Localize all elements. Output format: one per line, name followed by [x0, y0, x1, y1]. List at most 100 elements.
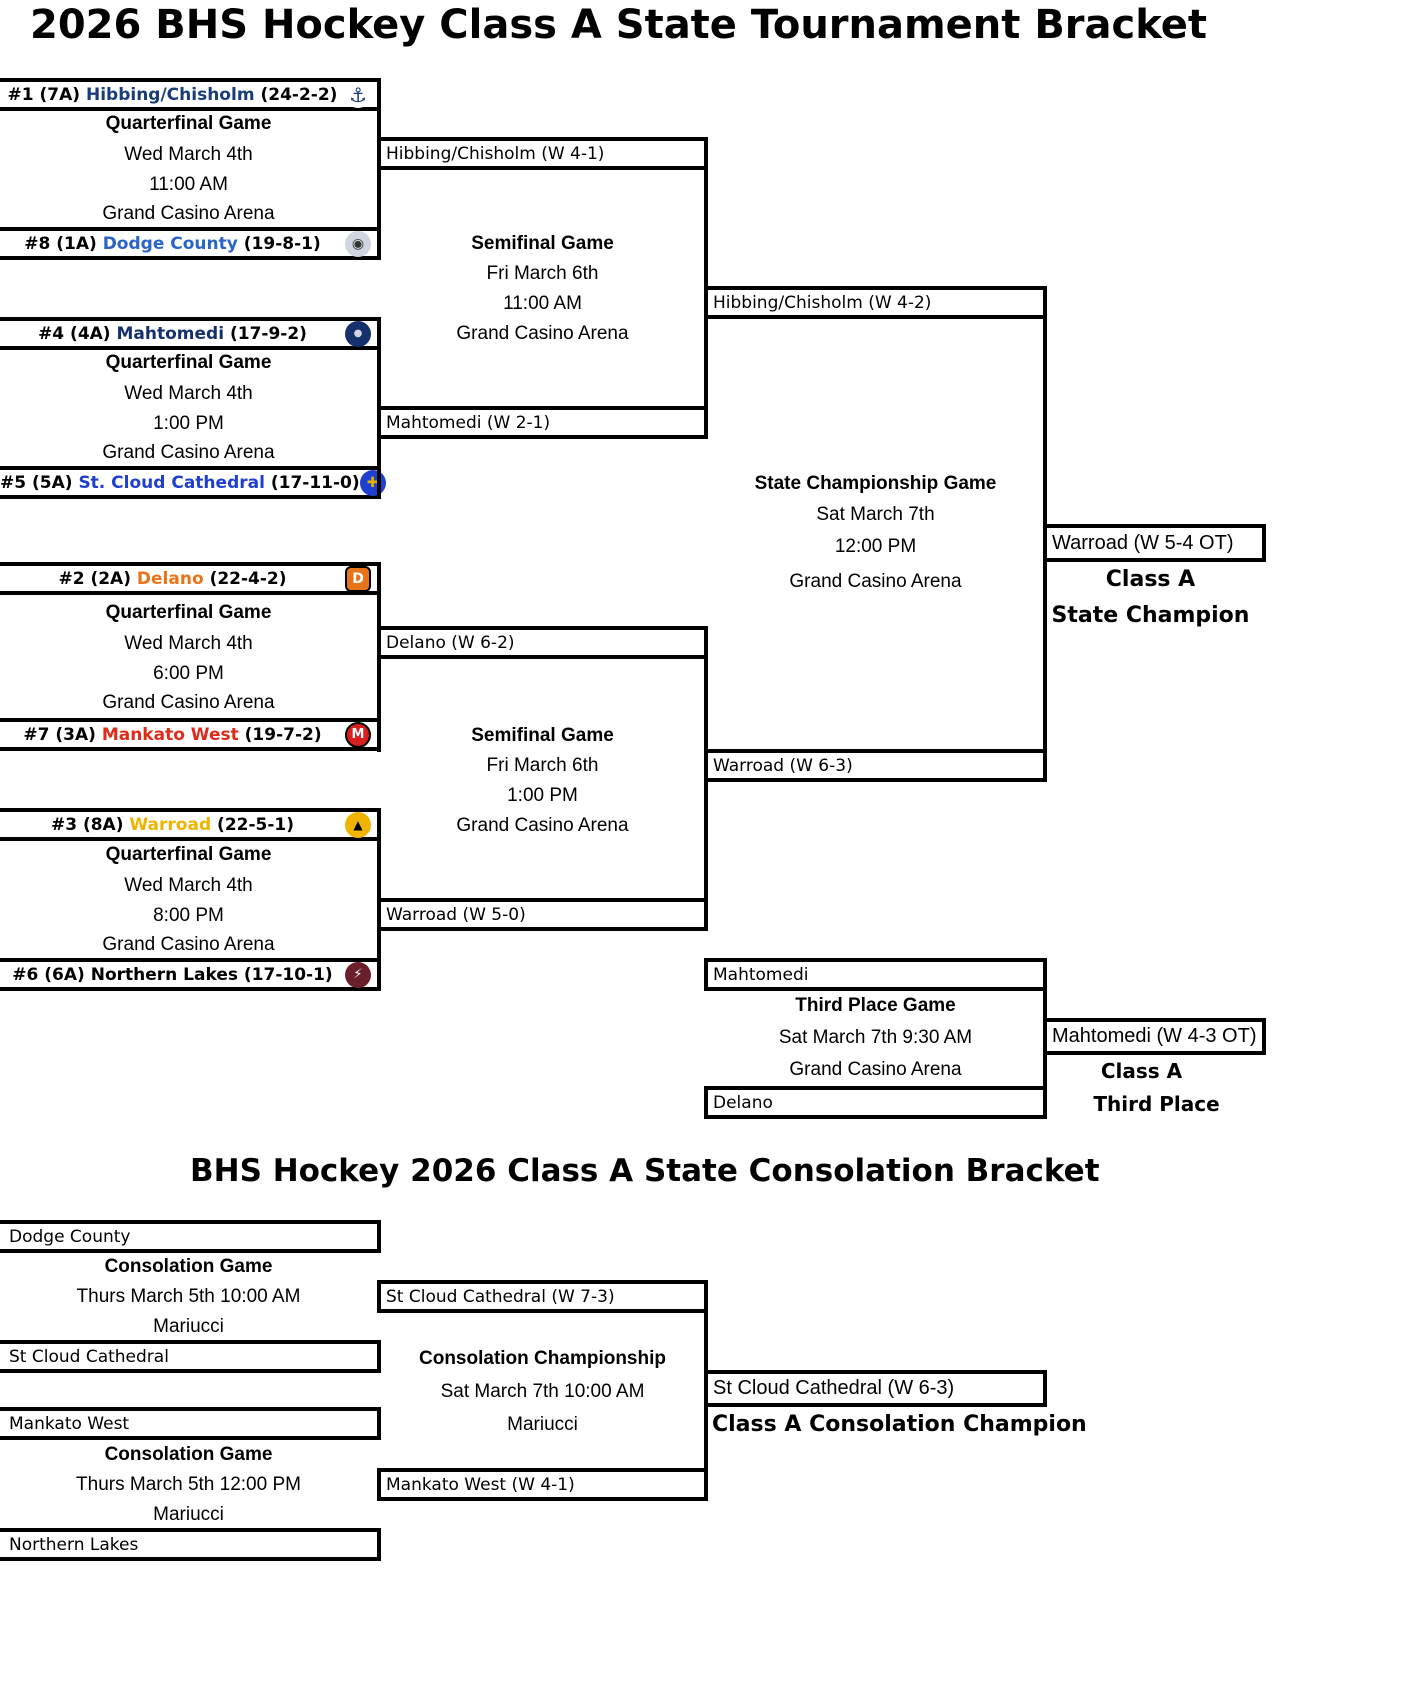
seed-record: (19-8-1) [243, 233, 321, 254]
third-datetime: Sat March 7th 9:30 AM [778, 1027, 973, 1048]
seed-prefix: #5 (5A) [0, 472, 73, 493]
seed-record: (19-7-2) [244, 724, 322, 745]
qf2-info: Quarterfinal Game Wed March 4th 1:00 PM … [0, 347, 377, 467]
seed-record: (17-9-2) [229, 323, 307, 344]
qf2-title: Quarterfinal Game [105, 352, 272, 373]
sf1-title: Semifinal Game [471, 233, 614, 254]
seed-team: St. Cloud Cathedral [78, 472, 265, 493]
seed-row: #2 (2A) Delano (22-4-2)D [0, 562, 381, 595]
qf1-title: Quarterfinal Game [105, 113, 272, 134]
seed-record: (24-2-2) [260, 84, 338, 105]
sf1-winner: Hibbing/Chisholm (W 4-2) [704, 286, 1047, 319]
third-result: Mahtomedi (W 4-3 OT) [1043, 1018, 1266, 1055]
sf1-time: 11:00 AM [503, 293, 582, 314]
seed-row: #7 (3A) Mankato West (19-7-2)M [0, 718, 381, 751]
champion-line1: Class A [1105, 567, 1196, 592]
lightning-icon: ⚡ [345, 961, 371, 988]
seed-team: Hibbing/Chisholm [85, 84, 255, 105]
seed-text: #3 (8A) Warroad (22-5-1) [0, 815, 345, 835]
cons-champion-label: Class A Consolation Champion [712, 1412, 1087, 1437]
sf2-date: Fri March 6th [486, 755, 599, 776]
seed-row: #6 (6A) Northern Lakes (17-10-1)⚡ [0, 958, 381, 991]
qf3-venue: Grand Casino Arena [102, 692, 275, 713]
seed-text: #6 (6A) Northern Lakes (17-10-1) [0, 965, 345, 985]
seed-row: #1 (7A) Hibbing/Chisholm (24-2-2)⚓ [0, 78, 381, 111]
third-line2: Third Place [1093, 1092, 1220, 1116]
cons-champion-result: St Cloud Cathedral (W 6-3) [704, 1370, 1047, 1407]
qf3-date: Wed March 4th [124, 633, 253, 654]
cons-team1: Dodge County [0, 1220, 381, 1253]
qf2-venue: Grand Casino Arena [102, 442, 275, 463]
third-label: Class A Third Place [1047, 1055, 1266, 1121]
champion-label: Class A State Champion [1047, 562, 1254, 634]
final-time: 12:00 PM [834, 536, 917, 557]
seed-team: Mankato West [101, 724, 239, 745]
seed-row: #4 (4A) Mahtomedi (17-9-2)● [0, 317, 381, 350]
sf2-venue: Grand Casino Arena [456, 815, 629, 836]
sf2-winner: Warroad (W 6-3) [704, 749, 1047, 782]
third-venue: Grand Casino Arena [789, 1059, 962, 1080]
warrior-head-icon: ▲ [345, 811, 371, 838]
seed-record: (22-4-2) [209, 568, 287, 589]
seed-prefix: #7 (3A) [23, 724, 96, 745]
seed-record: (17-11-0) [270, 472, 360, 493]
qf3-info: Quarterfinal Game Wed March 4th 6:00 PM … [0, 597, 377, 717]
final-venue: Grand Casino Arena [789, 571, 962, 592]
page-title: 2026 BHS Hockey Class A State Tournament… [30, 2, 1208, 48]
cons-final-venue: Mariucci [507, 1414, 578, 1435]
cons-game2-info: Consolation Game Thurs March 5th 12:00 P… [0, 1440, 377, 1530]
seed-row: #3 (8A) Warroad (22-5-1)▲ [0, 808, 381, 841]
cons-final-title: Consolation Championship [419, 1348, 666, 1369]
seed-text: #5 (5A) St. Cloud Cathedral (17-11-0) [0, 473, 360, 493]
qf3-winner: Delano (W 6-2) [377, 626, 708, 659]
seed-prefix: #1 (7A) [7, 84, 81, 105]
wildcat-icon: ◉ [345, 230, 371, 257]
cons-game1-info: Consolation Game Thurs March 5th 10:00 A… [0, 1252, 377, 1342]
qf1-winner: Hibbing/Chisholm (W 4-1) [377, 137, 708, 170]
qf2-time: 1:00 PM [153, 413, 224, 434]
seed-record: (17-10-1) [243, 964, 333, 985]
seed-team: Northern Lakes [90, 964, 238, 985]
seed-text: #2 (2A) Delano (22-4-2) [0, 569, 345, 589]
cons-game2-title: Consolation Game [104, 1444, 273, 1465]
cons-winner1: St Cloud Cathedral (W 7-3) [377, 1280, 708, 1313]
third-line1: Class A [1100, 1059, 1183, 1083]
zephyr-icon: ● [345, 320, 371, 347]
third-team2: Delano [704, 1086, 1047, 1119]
seed-row: #5 (5A) St. Cloud Cathedral (17-11-0)✚ [0, 466, 386, 499]
cons-team3: Mankato West [0, 1407, 381, 1440]
cons-team2: St Cloud Cathedral [0, 1340, 381, 1373]
qf4-date: Wed March 4th [124, 875, 253, 896]
third-info: Third Place Game Sat March 7th 9:30 AM G… [708, 990, 1043, 1086]
cons-team4: Northern Lakes [0, 1528, 381, 1561]
champion-line2: State Champion [1051, 603, 1250, 628]
consolation-title: BHS Hockey 2026 Class A State Consolatio… [190, 1153, 1100, 1189]
qf2-date: Wed March 4th [124, 383, 253, 404]
cons-game1-datetime: Thurs March 5th 10:00 AM [76, 1286, 301, 1307]
qf4-winner: Warroad (W 5-0) [377, 898, 708, 931]
sf1-date: Fri March 6th [486, 263, 599, 284]
seed-text: #7 (3A) Mankato West (19-7-2) [0, 725, 345, 745]
seed-prefix: #8 (1A) [24, 233, 97, 254]
seed-text: #8 (1A) Dodge County (19-8-1) [0, 234, 345, 254]
sf2-time: 1:00 PM [507, 785, 578, 806]
qf1-venue: Grand Casino Arena [102, 203, 275, 224]
cons-final-info: Consolation Championship Sat March 7th 1… [381, 1342, 704, 1441]
seed-text: #4 (4A) Mahtomedi (17-9-2) [0, 324, 345, 344]
final-title: State Championship Game [754, 473, 997, 494]
seed-team: Warroad [129, 814, 212, 835]
qf1-date: Wed March 4th [124, 144, 253, 165]
m-logo-icon: M [345, 721, 371, 748]
cons-winner2: Mankato West (W 4-1) [377, 1468, 708, 1501]
d-shield-icon: D [345, 565, 371, 592]
qf4-info: Quarterfinal Game Wed March 4th 8:00 PM … [0, 839, 377, 959]
final-info: State Championship Game Sat March 7th 12… [708, 468, 1043, 600]
seed-record: (22-5-1) [217, 814, 295, 835]
seed-prefix: #4 (4A) [38, 323, 111, 344]
cons-game1-title: Consolation Game [104, 1256, 273, 1277]
seed-team: Delano [136, 568, 204, 589]
sf1-venue: Grand Casino Arena [456, 323, 629, 344]
seed-row: #8 (1A) Dodge County (19-8-1)◉ [0, 227, 381, 260]
qf4-title: Quarterfinal Game [105, 844, 272, 865]
champion-result: Warroad (W 5-4 OT) [1043, 524, 1266, 562]
